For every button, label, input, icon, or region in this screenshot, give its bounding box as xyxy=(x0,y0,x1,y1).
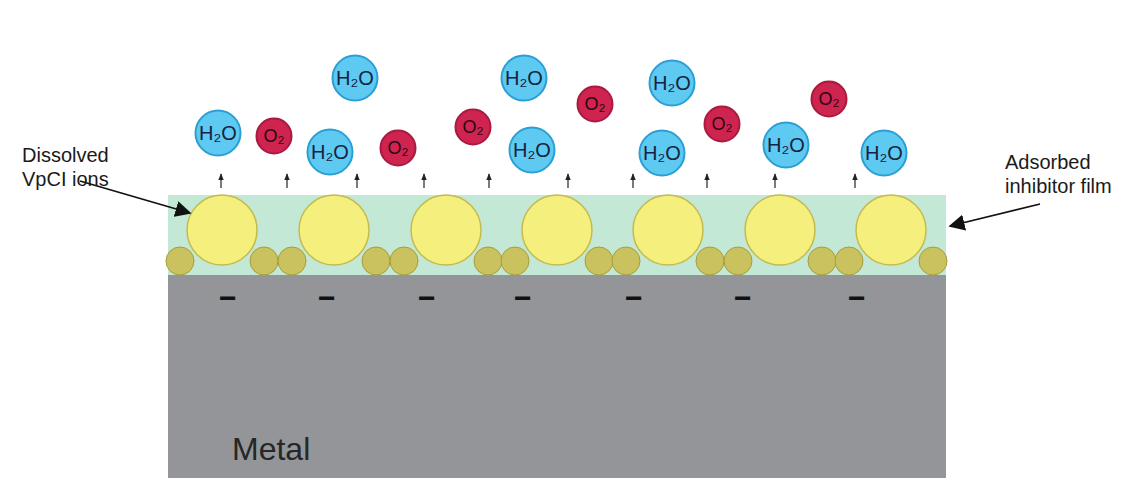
inhibitor-film-band xyxy=(168,195,946,275)
water-molecule: H₂O xyxy=(762,121,810,169)
charge-sign: − xyxy=(219,283,237,313)
callout-label: Dissolved VpCI ions xyxy=(22,143,110,191)
release-arrow xyxy=(854,174,855,188)
release-arrow xyxy=(774,174,775,188)
adsorbed-ion xyxy=(278,247,306,275)
charge-sign: − xyxy=(734,283,752,313)
adsorbed-ion xyxy=(501,247,529,275)
molecule-formula: O₂ xyxy=(810,80,848,118)
adsorbed-ion xyxy=(696,247,724,275)
water-molecule: H₂O xyxy=(306,128,354,176)
release-arrow xyxy=(423,174,424,188)
adsorbed-ion xyxy=(166,247,194,275)
release-arrow xyxy=(286,174,287,188)
molecule-formula: H₂O xyxy=(194,109,242,157)
water-molecule: H₂O xyxy=(331,54,379,102)
adsorbed-ion xyxy=(835,247,863,275)
molecule-formula: O₂ xyxy=(379,129,417,167)
vpci-ion xyxy=(633,195,703,265)
water-molecule: H₂O xyxy=(194,109,242,157)
oxygen-molecule: O₂ xyxy=(703,105,741,143)
release-arrows xyxy=(221,174,855,188)
metal-label: Metal xyxy=(232,431,310,468)
vpci-ions xyxy=(187,195,926,265)
vpci-ion xyxy=(411,195,481,265)
adsorbed-ion xyxy=(474,247,502,275)
oxygen-molecule: O₂ xyxy=(576,85,614,123)
molecule-formula: H₂O xyxy=(638,129,686,177)
release-arrow xyxy=(706,174,707,188)
release-arrow xyxy=(356,174,357,188)
adsorbed-ion xyxy=(390,247,418,275)
charge-sign: − xyxy=(625,283,643,313)
molecule-formula: O₂ xyxy=(255,117,293,155)
molecule-formula: H₂O xyxy=(500,54,548,102)
molecule-formula: H₂O xyxy=(331,54,379,102)
molecule-formula: H₂O xyxy=(860,129,908,177)
charge-sign: − xyxy=(418,283,436,313)
oxygen-molecule: O₂ xyxy=(255,117,293,155)
molecule-formula: H₂O xyxy=(306,128,354,176)
water-molecule: H₂O xyxy=(648,59,696,107)
vpci-ion xyxy=(745,195,815,265)
charge-sign: − xyxy=(318,283,336,313)
vpci-ion xyxy=(856,195,926,265)
adsorbed-ion xyxy=(362,247,390,275)
oxygen-molecule: O₂ xyxy=(454,108,492,146)
molecule-formula: O₂ xyxy=(454,108,492,146)
oxygen-molecule: O₂ xyxy=(810,80,848,118)
molecule-formula: H₂O xyxy=(762,121,810,169)
adsorbed-ion xyxy=(724,247,752,275)
water-molecule: H₂O xyxy=(508,126,556,174)
oxygen-molecule: O₂ xyxy=(379,129,417,167)
adsorbed-ion xyxy=(612,247,640,275)
adsorbed-ion xyxy=(585,247,613,275)
molecule-formula: H₂O xyxy=(508,126,556,174)
water-molecule: H₂O xyxy=(860,129,908,177)
molecule-formula: O₂ xyxy=(576,85,614,123)
release-arrow xyxy=(632,174,633,188)
water-molecule: H₂O xyxy=(638,129,686,177)
adsorbed-ion xyxy=(919,247,947,275)
metal-block: Metal xyxy=(168,275,946,478)
vpci-ion xyxy=(299,195,369,265)
vpci-ion xyxy=(187,195,257,265)
adsorbed-ion xyxy=(808,247,836,275)
leader-line xyxy=(950,204,1040,226)
vpci-ion xyxy=(522,195,592,265)
water-molecule: H₂O xyxy=(500,54,548,102)
adsorbed-ion xyxy=(250,247,278,275)
release-arrow xyxy=(220,174,221,188)
molecule-formula: O₂ xyxy=(703,105,741,143)
molecule-formula: H₂O xyxy=(648,59,696,107)
release-arrow xyxy=(488,174,489,188)
charge-sign: − xyxy=(514,283,532,313)
charge-sign: − xyxy=(848,283,866,313)
callout-label: Adsorbed inhibitor film xyxy=(1005,150,1140,198)
release-arrow xyxy=(567,174,568,188)
